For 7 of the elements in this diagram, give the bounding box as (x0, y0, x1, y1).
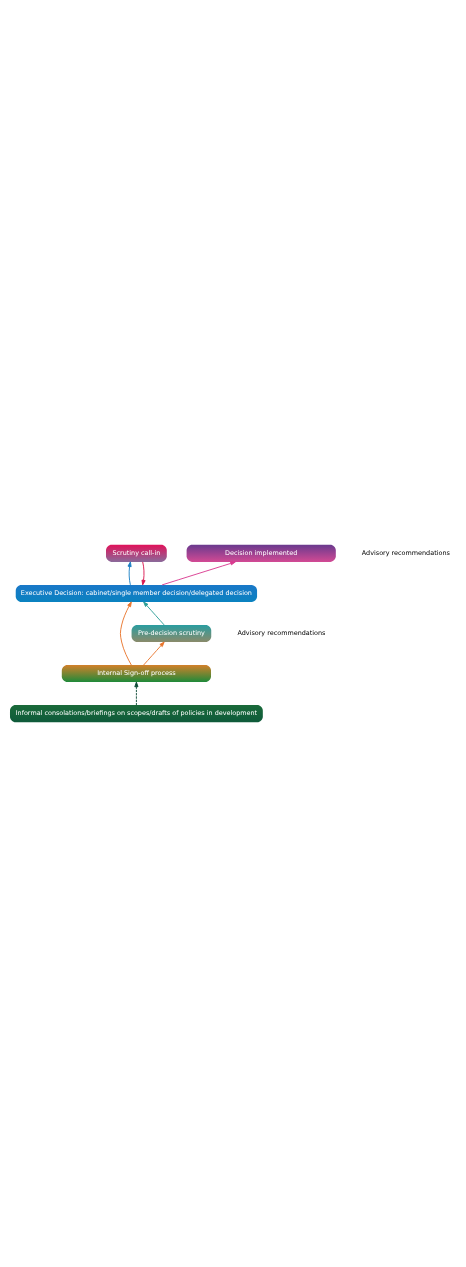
arrow (141, 561, 146, 586)
arrow (143, 641, 165, 666)
arrow (161, 561, 236, 586)
arrow (119, 601, 132, 666)
arrow (127, 561, 132, 586)
arrow (134, 681, 139, 706)
arrow (143, 601, 165, 626)
